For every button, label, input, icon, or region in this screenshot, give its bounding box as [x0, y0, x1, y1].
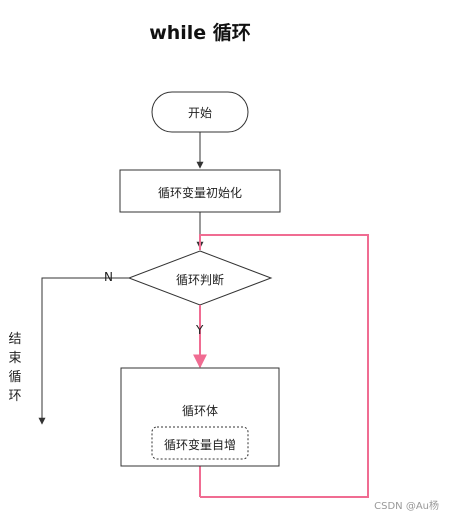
init-label: 循环变量初始化	[157, 186, 242, 200]
increment-node	[151, 426, 249, 460]
edge-label-yes: Y	[196, 323, 204, 337]
end-loop-char-3: 循	[8, 370, 22, 385]
end-loop-label: 结 束 循 环	[6, 330, 24, 406]
init-node	[119, 169, 281, 213]
diagram-title: while 循环	[149, 22, 251, 44]
body-label: 循环体	[181, 404, 218, 418]
loop-back-line	[199, 234, 369, 498]
end-loop-char-2: 束	[8, 351, 22, 366]
increment-label: 循环变量自增	[163, 438, 236, 452]
start-label: 开始	[187, 106, 212, 120]
condition-label: 循环判断	[175, 273, 224, 287]
end-loop-char-4: 环	[8, 389, 22, 404]
watermark: CSDN @Au杨	[374, 501, 439, 512]
end-loop-char-1: 结	[8, 332, 22, 347]
arrow-no-branch	[38, 277, 129, 425]
edge-label-no: N	[104, 270, 113, 284]
